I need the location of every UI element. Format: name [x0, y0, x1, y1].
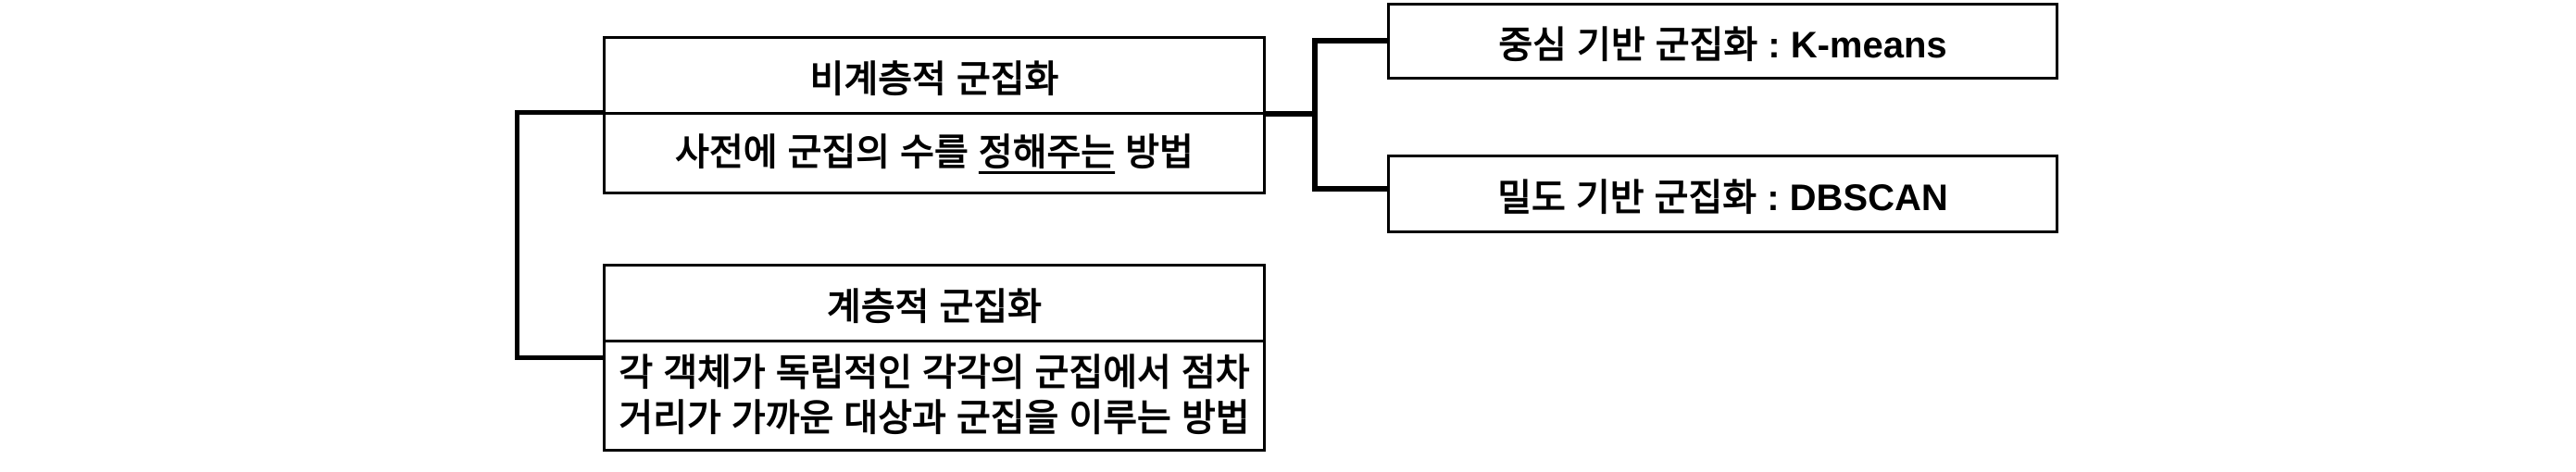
non-hierarchical-description: 사전에 군집의 수를 정해주는 방법 — [606, 115, 1263, 192]
centroid-based-label: 중심 기반 군집화 : K-means — [1498, 24, 1947, 66]
connector-left-vertical — [515, 110, 519, 360]
connector-left-top-horizontal — [515, 110, 603, 115]
box-non-hierarchical-clustering: 비계층적 군집화 사전에 군집의 수를 정해주는 방법 — [603, 36, 1266, 194]
hierarchical-description: 각 객체가 독립적인 각각의 군집에서 점차 거리가 가까운 대상과 군집을 이… — [606, 342, 1263, 449]
hierarchical-desc-line2: 거리가 가까운 대상과 군집을 이루는 방법 — [619, 397, 1250, 439]
hierarchical-desc-line1: 각 객체가 독립적인 각각의 군집에서 점차 — [619, 352, 1250, 393]
connector-left-bottom-horizontal — [515, 355, 603, 360]
box-centroid-based-clustering: 중심 기반 군집화 : K-means — [1387, 3, 2058, 80]
density-based-label: 밀도 기반 군집화 : DBSCAN — [1497, 177, 1948, 218]
hierarchical-title: 계층적 군집화 — [606, 267, 1263, 342]
non-hierarchical-desc-prefix: 사전에 군집의 수를 — [675, 132, 979, 174]
non-hierarchical-desc-suffix: 방법 — [1115, 132, 1194, 174]
box-density-based-clustering: 밀도 기반 군집화 : DBSCAN — [1387, 155, 2058, 233]
non-hierarchical-title: 비계층적 군집화 — [606, 39, 1263, 115]
connector-right-top-horizontal — [1312, 38, 1387, 43]
box-hierarchical-clustering: 계층적 군집화 각 객체가 독립적인 각각의 군집에서 점차 거리가 가까운 대… — [603, 264, 1266, 452]
connector-right-vertical — [1312, 38, 1318, 191]
connector-right-bottom-horizontal — [1312, 186, 1387, 192]
non-hierarchical-desc-underlined: 정해주는 — [978, 132, 1116, 174]
connector-right-stub — [1266, 111, 1315, 117]
